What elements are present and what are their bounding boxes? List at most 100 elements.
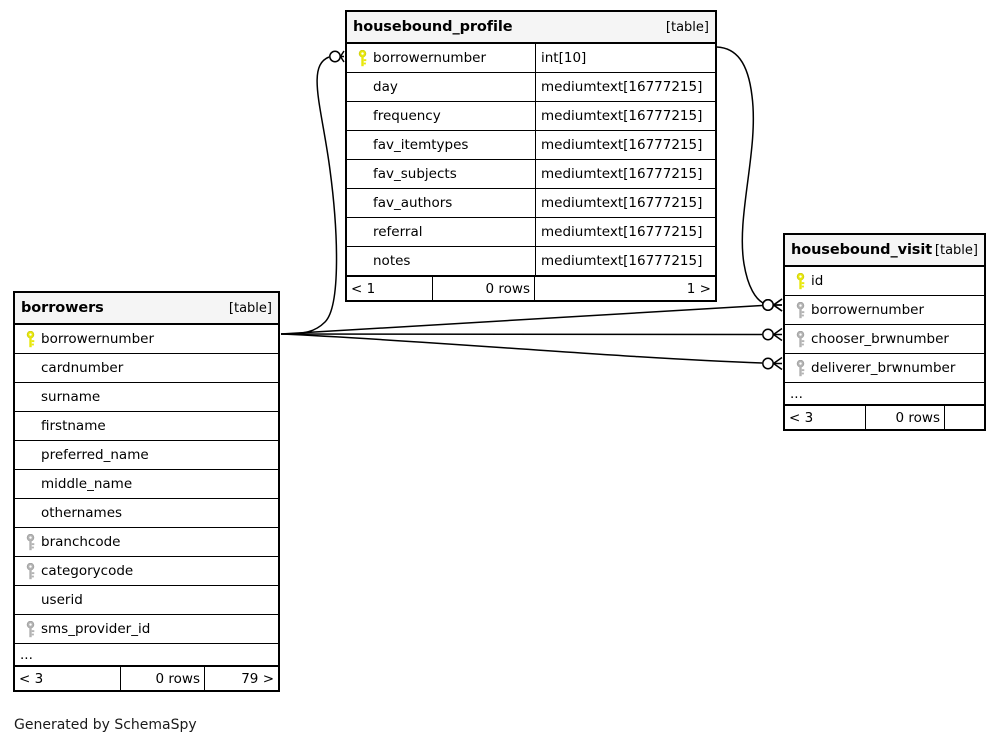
table-header: housebound_profile [table] (347, 12, 715, 44)
table-housebound-profile[interactable]: housebound_profile [table] borrowernumbe… (345, 10, 717, 302)
column-name-cell: cardnumber (15, 354, 278, 382)
column-type: mediumtext[16777215] (541, 253, 703, 269)
edge-borrowers-to-visit-borrowernumber (280, 298, 783, 335)
table-row[interactable]: day mediumtext[16777215] (347, 73, 715, 102)
table-row[interactable]: borrowernumber (785, 296, 984, 325)
table-row[interactable]: surname (15, 383, 278, 412)
table-type-tag: [table] (665, 19, 709, 35)
column-name: chooser_brwnumber (811, 331, 949, 347)
ellipsis-label: ... (20, 646, 33, 663)
column-name: middle_name (41, 476, 133, 492)
child-count[interactable]: 1 > (686, 280, 711, 297)
table-row[interactable]: referral mediumtext[16777215] (347, 218, 715, 247)
more-columns-indicator: ... (15, 644, 278, 666)
table-row[interactable]: borrowernumber int[10] (347, 44, 715, 73)
parent-count[interactable]: < 1 (351, 280, 376, 297)
column-name-cell: categorycode (15, 557, 278, 585)
primary-key-icon (790, 272, 811, 290)
table-row[interactable]: chooser_brwnumber (785, 325, 984, 354)
column-type-cell: mediumtext[16777215] (535, 131, 715, 159)
table-row[interactable]: cardnumber (15, 354, 278, 383)
column-name: referral (373, 224, 423, 240)
column-name-cell: day (347, 73, 535, 101)
foreign-key-icon (20, 620, 41, 638)
table-row[interactable]: middle_name (15, 470, 278, 499)
column-name: fav_authors (373, 195, 453, 211)
column-name: branchcode (41, 534, 121, 550)
column-name: fav_subjects (373, 166, 457, 182)
table-borrowers[interactable]: borrowers [table] borrowernumber (13, 291, 280, 692)
foreign-key-icon (790, 330, 811, 348)
table-row[interactable]: fav_itemtypes mediumtext[16777215] (347, 131, 715, 160)
row-count: 0 rows (865, 406, 945, 429)
column-name-cell: chooser_brwnumber (785, 325, 984, 353)
column-name: surname (41, 389, 101, 405)
table-row[interactable]: categorycode (15, 557, 278, 586)
column-name-cell: id (785, 267, 984, 295)
table-row[interactable]: deliverer_brwnumber (785, 354, 984, 383)
parent-count[interactable]: < 3 (789, 409, 814, 426)
table-row[interactable]: userid (15, 586, 278, 615)
column-name: notes (373, 253, 411, 269)
table-row[interactable]: preferred_name (15, 441, 278, 470)
table-row[interactable]: fav_subjects mediumtext[16777215] (347, 160, 715, 189)
edge-borrowers-to-housebound-profile (280, 50, 345, 335)
parent-count[interactable]: < 3 (19, 670, 44, 687)
column-name: othernames (41, 505, 123, 521)
column-name-cell: notes (347, 247, 535, 275)
column-name-cell: branchcode (15, 528, 278, 556)
column-name: firstname (41, 418, 106, 434)
table-row[interactable]: branchcode (15, 528, 278, 557)
ellipsis-label: ... (790, 385, 803, 402)
column-name: preferred_name (41, 447, 149, 463)
table-row[interactable]: fav_authors mediumtext[16777215] (347, 189, 715, 218)
column-name: deliverer_brwnumber (811, 360, 956, 376)
column-name: fav_itemtypes (373, 137, 469, 153)
column-name: day (373, 79, 398, 95)
table-row[interactable]: othernames (15, 499, 278, 528)
column-type: mediumtext[16777215] (541, 79, 703, 95)
column-name-cell: fav_authors (347, 189, 535, 217)
table-row[interactable]: notes mediumtext[16777215] (347, 247, 715, 276)
column-name-cell: borrowernumber (15, 325, 278, 353)
table-footer: < 3 0 rows 79 > (15, 666, 278, 690)
table-row[interactable]: sms_provider_id (15, 615, 278, 644)
table-housebound-visit[interactable]: housebound_visit [table] id (783, 233, 986, 431)
column-type-cell: mediumtext[16777215] (535, 73, 715, 101)
column-name: id (811, 273, 824, 289)
foreign-key-icon (20, 533, 41, 551)
column-type-cell: mediumtext[16777215] (535, 218, 715, 246)
table-footer: < 1 0 rows 1 > (347, 276, 715, 300)
column-name: borrowernumber (811, 302, 925, 318)
row-count: 0 rows (120, 667, 205, 690)
column-name-cell: borrowernumber (347, 44, 535, 72)
table-row[interactable]: frequency mediumtext[16777215] (347, 102, 715, 131)
edge-borrowers-to-visit-deliverer (280, 333, 783, 371)
column-name-cell: surname (15, 383, 278, 411)
column-name: borrowernumber (41, 331, 155, 347)
column-name: sms_provider_id (41, 621, 151, 637)
column-name: categorycode (41, 563, 134, 579)
column-name-cell: sms_provider_id (15, 615, 278, 643)
column-type: mediumtext[16777215] (541, 137, 703, 153)
table-row[interactable]: firstname (15, 412, 278, 441)
table-header: housebound_visit [table] (785, 235, 984, 267)
table-row[interactable]: borrowernumber (15, 325, 278, 354)
row-count: 0 rows (432, 277, 535, 300)
column-type: int[10] (541, 50, 587, 66)
column-name-cell: fav_itemtypes (347, 131, 535, 159)
child-count[interactable]: 79 > (241, 670, 274, 687)
column-type: mediumtext[16777215] (541, 224, 703, 240)
column-name-cell: deliverer_brwnumber (785, 354, 984, 382)
foreign-key-icon (20, 562, 41, 580)
column-type-cell: int[10] (535, 44, 715, 72)
table-footer: < 3 0 rows (785, 405, 984, 429)
child-count[interactable] (945, 406, 984, 429)
column-type-cell: mediumtext[16777215] (535, 247, 715, 275)
foreign-key-icon (790, 359, 811, 377)
table-title: housebound_profile (353, 19, 513, 35)
column-name-cell: firstname (15, 412, 278, 440)
generator-credit: Generated by SchemaSpy (14, 717, 197, 733)
table-row[interactable]: id (785, 267, 984, 296)
